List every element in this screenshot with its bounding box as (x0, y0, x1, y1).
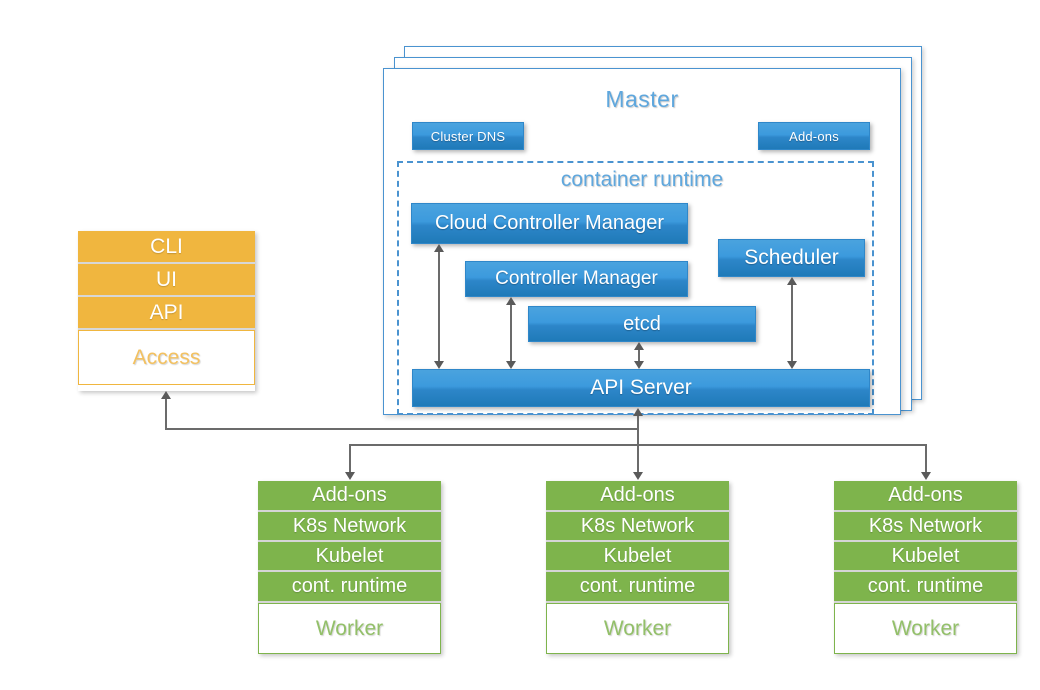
connector-cm-apiserver (510, 300, 512, 366)
worker-2-row-k8s-network[interactable]: K8s Network (546, 512, 729, 542)
connector-etcd-apiserver (638, 345, 640, 366)
arrowhead-ccm-up (434, 244, 444, 252)
worker-node-3: Add-ons K8s Network Kubelet cont. runtim… (834, 481, 1017, 654)
arrowhead-apiserver-trunk-up (633, 408, 643, 416)
connector-apiserver-trunk (637, 415, 639, 477)
connector-worker-1-drop (349, 444, 351, 472)
arrowhead-worker-1-down (345, 472, 355, 480)
worker-2-footer-label: Worker (546, 603, 729, 654)
arrowhead-scheduler-up (787, 277, 797, 285)
worker-1-footer-label: Worker (258, 603, 441, 654)
worker-node-2: Add-ons K8s Network Kubelet cont. runtim… (546, 481, 729, 654)
arrowhead-access-up (161, 391, 171, 399)
worker-3-row-cont-runtime[interactable]: cont. runtime (834, 572, 1017, 603)
access-footer-label: Access (78, 330, 255, 385)
chip-add-ons[interactable]: Add-ons (758, 122, 870, 150)
access-row-ui[interactable]: UI (78, 264, 255, 297)
worker-2-row-cont-runtime[interactable]: cont. runtime (546, 572, 729, 603)
worker-1-row-k8s-network[interactable]: K8s Network (258, 512, 441, 542)
worker-3-row-k8s-network[interactable]: K8s Network (834, 512, 1017, 542)
arrowhead-etcd-down (634, 361, 644, 369)
worker-2-row-kubelet[interactable]: Kubelet (546, 542, 729, 572)
worker-1-row-kubelet[interactable]: Kubelet (258, 542, 441, 572)
connector-bus-workers (349, 444, 927, 446)
worker-3-row-add-ons[interactable]: Add-ons (834, 481, 1017, 512)
arrowhead-etcd-up (634, 342, 644, 350)
master-title: Master (605, 86, 679, 112)
worker-1-row-cont-runtime[interactable]: cont. runtime (258, 572, 441, 603)
worker-node-1: Add-ons K8s Network Kubelet cont. runtim… (258, 481, 441, 654)
arrowhead-ccm-down (434, 361, 444, 369)
connector-scheduler-apiserver (791, 280, 793, 366)
arrowhead-scheduler-down (787, 361, 797, 369)
connector-ccm-apiserver (438, 247, 440, 366)
arrowhead-cm-down (506, 361, 516, 369)
master-panel: Master Cluster DNS Add-ons container run… (383, 68, 901, 415)
worker-1-row-add-ons[interactable]: Add-ons (258, 481, 441, 512)
worker-3-row-kubelet[interactable]: Kubelet (834, 542, 1017, 572)
box-cloud-controller-manager[interactable]: Cloud Controller Manager (411, 203, 688, 244)
connector-access-riser (165, 398, 167, 429)
box-etcd[interactable]: etcd (528, 306, 756, 342)
worker-2-row-add-ons[interactable]: Add-ons (546, 481, 729, 512)
chip-cluster-dns[interactable]: Cluster DNS (412, 122, 524, 150)
worker-3-footer-label: Worker (834, 603, 1017, 654)
access-stack: CLI UI API Access (78, 231, 255, 391)
connector-bus-access (165, 428, 639, 430)
arrowhead-worker-2-down (633, 472, 643, 480)
container-runtime-title: container runtime (560, 168, 724, 191)
box-controller-manager[interactable]: Controller Manager (465, 261, 688, 297)
connector-worker-3-drop (925, 444, 927, 472)
access-row-api[interactable]: API (78, 297, 255, 330)
arrowhead-cm-up (506, 297, 516, 305)
access-row-cli[interactable]: CLI (78, 231, 255, 264)
box-scheduler[interactable]: Scheduler (718, 239, 865, 277)
arrowhead-worker-3-down (921, 472, 931, 480)
box-api-server[interactable]: API Server (412, 369, 870, 407)
